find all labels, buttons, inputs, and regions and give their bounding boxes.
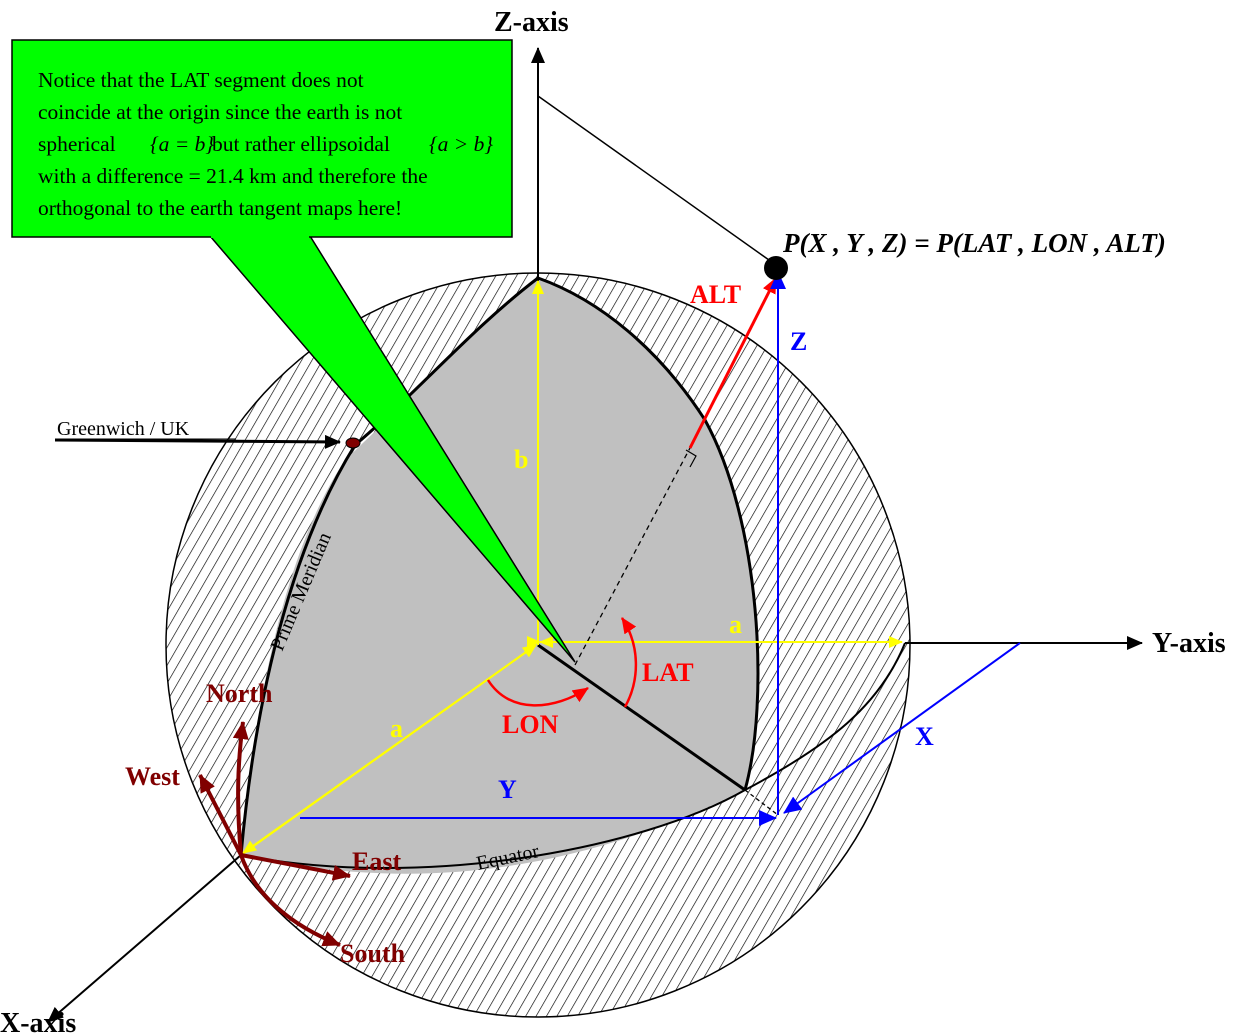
lat-arc — [620, 617, 638, 708]
right-angle-mark — [685, 449, 697, 468]
z-component-label: Z — [790, 327, 807, 356]
lat-label: LAT — [642, 658, 694, 687]
z-projection-line — [537, 95, 777, 266]
note-line-4: with a difference = 21.4 km and therefor… — [38, 164, 428, 188]
alt-arrow — [688, 277, 778, 449]
note-line-3-math1: {a = b} — [150, 132, 214, 156]
south-label: South — [340, 939, 406, 968]
callout-seam-cover — [211, 234, 309, 238]
east-arrow — [240, 853, 351, 881]
a-label-top: a — [729, 610, 742, 639]
a-semiaxis-arrow-x-back — [242, 644, 537, 854]
z-axis-label: Z-axis — [494, 7, 569, 38]
greenwich-marker — [345, 437, 361, 449]
prime-meridian-arc — [239, 276, 539, 856]
x-axis-label: X-axis — [0, 1008, 76, 1036]
note-line-2: coincide at the origin since the earth i… — [38, 100, 402, 124]
point-formula: P(X , Y , Z) = P(LAT , LON , ALT) — [782, 228, 1166, 258]
a-label-left: a — [390, 714, 403, 743]
normal-dashed-line — [574, 447, 691, 666]
note-line-1: Notice that the LAT segment does not — [38, 68, 364, 92]
south-arrow — [239, 854, 341, 947]
alt-label: ALT — [690, 280, 741, 309]
north-label: North — [206, 679, 273, 708]
callout-box — [11, 39, 513, 238]
lon-label: LON — [502, 710, 559, 739]
y-component-label: Y — [498, 775, 517, 804]
north-arrow — [232, 721, 249, 856]
east-label: East — [352, 847, 401, 876]
right-meridian-arc — [537, 276, 760, 791]
note-line-5: orthogonal to the earth tangent maps her… — [38, 196, 402, 220]
x-component-arrow — [783, 642, 1021, 814]
equator-arc — [240, 642, 906, 870]
west-label: West — [125, 762, 180, 791]
greenwich-label: Greenwich / UK — [57, 418, 190, 440]
greenwich-pointer — [54, 434, 341, 449]
note-line-3b: but rather ellipsoidal — [212, 132, 390, 156]
y-axis-label: Y-axis — [1152, 628, 1226, 659]
note-line-3a: spherical — [38, 132, 116, 156]
west-arrow — [198, 774, 243, 856]
x-axis-line — [47, 854, 242, 1023]
point-p — [764, 256, 788, 280]
equatorial-radius-line — [537, 643, 746, 792]
cutaway-octant — [241, 278, 758, 874]
lon-arc — [486, 679, 589, 707]
x-component-label: X — [915, 722, 934, 751]
note-line-3-math2: {a > b} — [429, 132, 493, 156]
b-label: b — [514, 445, 528, 474]
